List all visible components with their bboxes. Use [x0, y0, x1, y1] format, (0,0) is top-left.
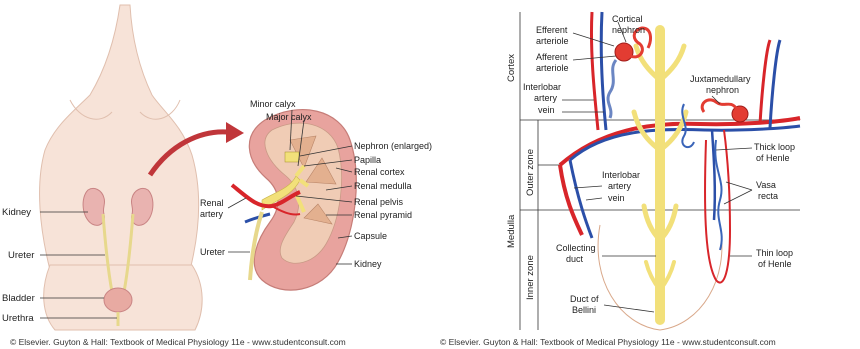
label-interlobar-top-1: Interlobar: [523, 82, 561, 92]
label-ureter-detail: Ureter: [200, 247, 225, 257]
label-capsule: Capsule: [354, 231, 387, 241]
label-juxta-1: Juxtamedullary: [690, 74, 751, 84]
label-interlobar-top-2: artery: [534, 93, 558, 103]
label-interlobar-mid-3: vein: [608, 193, 625, 203]
label-renal-cortex: Renal cortex: [354, 167, 405, 177]
label-efferent-1: Efferent: [536, 25, 568, 35]
collecting-duct-tree: [634, 30, 686, 320]
label-renal-artery-line2: artery: [200, 209, 224, 219]
label-kidney: Kidney: [2, 207, 31, 218]
label-renal-medulla: Renal medulla: [354, 181, 412, 191]
label-minor-calyx: Minor calyx: [250, 99, 296, 109]
label-bellini-2: Bellini: [572, 305, 596, 315]
label-thick-1: Thick loop: [754, 142, 795, 152]
juxtamedullary-nephron: [682, 100, 748, 283]
label-interlobar-mid-2: artery: [608, 181, 632, 191]
zone-inner: Inner zone: [525, 255, 536, 300]
label-collecting-1: Collecting: [556, 243, 596, 253]
label-afferent-1: Afferent: [536, 52, 568, 62]
label-vasa-2: recta: [758, 191, 778, 201]
label-vasa-1: Vasa: [756, 180, 776, 190]
label-renal-pelvis: Renal pelvis: [354, 197, 404, 207]
right-panel: Cortex Medulla Outer zone Inner zone: [440, 12, 800, 347]
zone-medulla: Medulla: [506, 214, 517, 248]
label-cortical-2: nephron: [612, 25, 645, 35]
label-thin-1: Thin loop: [756, 248, 793, 258]
label-interlobar-mid-1: Interlobar: [602, 170, 640, 180]
vasa-recta: [715, 140, 721, 250]
label-afferent-2: arteriole: [536, 63, 569, 73]
left-panel: Kidney Ureter Bladder Urethra: [2, 5, 432, 347]
label-bellini-1: Duct of: [570, 294, 599, 304]
thick-loop-henle: [712, 130, 715, 220]
label-nephron: Nephron (enlarged): [354, 141, 432, 151]
left-caption: © Elsevier. Guyton & Hall: Textbook of M…: [10, 337, 346, 347]
right-caption: © Elsevier. Guyton & Hall: Textbook of M…: [440, 337, 776, 347]
label-efferent-2: arteriole: [536, 36, 569, 46]
label-cortical-1: Cortical: [612, 14, 643, 24]
label-ureter: Ureter: [8, 250, 34, 261]
label-bladder: Bladder: [2, 293, 35, 304]
label-renal-pyramid: Renal pyramid: [354, 210, 412, 220]
interlobar-vein-vessel: [570, 160, 592, 238]
label-renal-artery-line1: Renal: [200, 198, 224, 208]
label-collecting-2: duct: [566, 254, 584, 264]
zone-outer: Outer zone: [525, 149, 536, 196]
label-major-calyx: Major calyx: [266, 112, 312, 122]
label-urethra: Urethra: [2, 313, 34, 324]
label-thin-2: of Henle: [758, 259, 792, 269]
nephron-highlight: [285, 152, 299, 162]
label-juxta-2: nephron: [706, 85, 739, 95]
cortical-nephron: [608, 28, 650, 118]
thin-loop-henle: [705, 130, 730, 283]
zone-cortex: Cortex: [506, 54, 517, 82]
label-interlobar-top-3: vein: [538, 105, 555, 115]
label-papilla: Papilla: [354, 155, 381, 165]
bladder-shape: [104, 288, 132, 312]
label-thick-2: of Henle: [756, 153, 790, 163]
enlarge-arrow-head: [226, 122, 244, 143]
label-kidney-detail: Kidney: [354, 259, 382, 269]
